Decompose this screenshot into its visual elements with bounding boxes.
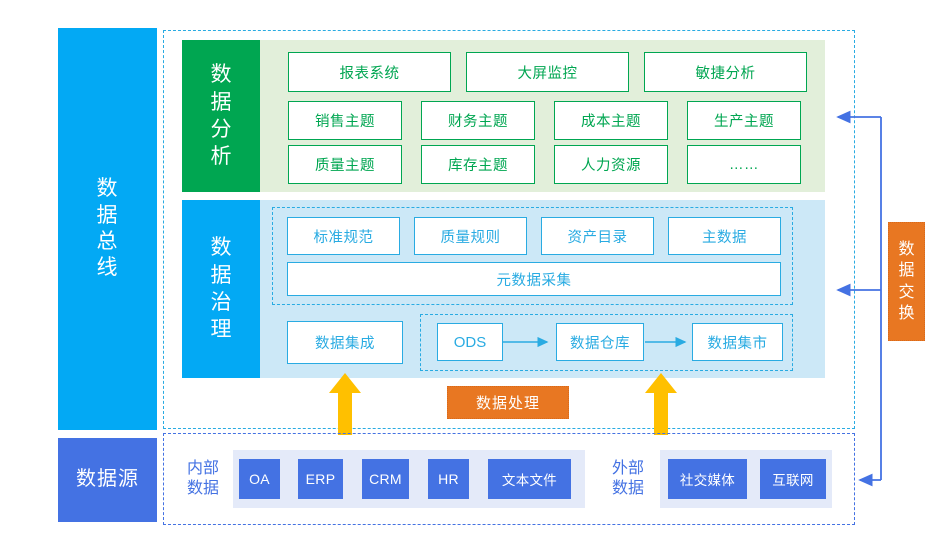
analysis-item-more[interactable]: …… xyxy=(687,145,801,184)
internal-data-label: 内部数据 xyxy=(173,452,233,506)
governance-item-asset-catalog[interactable]: 资产目录 xyxy=(541,217,654,255)
analysis-item-quality-topic[interactable]: 质量主题 xyxy=(288,145,402,184)
data-exchange-label: 数据交换 xyxy=(898,241,915,322)
governance-warehouse-group xyxy=(420,314,793,371)
data-source-panel: 数据源 xyxy=(58,438,157,522)
external-data-label: 外部数据 xyxy=(598,452,658,506)
source-item-crm[interactable]: CRM xyxy=(362,459,409,499)
analysis-item-cost-topic[interactable]: 成本主题 xyxy=(554,101,668,140)
governance-item-data-warehouse[interactable]: 数据仓库 xyxy=(556,323,644,361)
data-source-label: 数据源 xyxy=(76,468,139,491)
governance-standards-group xyxy=(272,207,793,305)
analysis-label-panel: 数据分析 xyxy=(182,40,260,192)
platform-outer-frame xyxy=(163,30,855,429)
source-item-internet[interactable]: 互联网 xyxy=(760,459,826,499)
source-item-oa[interactable]: OA xyxy=(239,459,280,499)
source-outer-frame xyxy=(163,433,855,525)
external-data-label-text: 外部数据 xyxy=(611,460,644,497)
analysis-item-human-resources[interactable]: 人力资源 xyxy=(554,145,668,184)
governance-label: 数据治理 xyxy=(210,236,232,342)
source-item-hr[interactable]: HR xyxy=(428,459,469,499)
governance-item-standard-spec[interactable]: 标准规范 xyxy=(287,217,400,255)
internal-data-label-text: 内部数据 xyxy=(186,460,219,497)
data-processing-badge[interactable]: 数据处理 xyxy=(447,386,569,419)
governance-item-data-mart[interactable]: 数据集市 xyxy=(692,323,783,361)
data-exchange-badge[interactable]: 数据交换 xyxy=(888,222,925,341)
governance-item-metadata-collection[interactable]: 元数据采集 xyxy=(287,262,781,296)
analysis-item-large-screen-monitoring[interactable]: 大屏监控 xyxy=(466,52,629,92)
data-bus-label: 数据总线 xyxy=(96,177,119,280)
analysis-item-sales-topic[interactable]: 销售主题 xyxy=(288,101,402,140)
source-item-social-media[interactable]: 社交媒体 xyxy=(668,459,747,499)
governance-item-data-integration[interactable]: 数据集成 xyxy=(287,321,403,364)
ingest-arrow-left-icon xyxy=(329,373,361,435)
data-bus-panel: 数据总线 xyxy=(58,28,157,430)
source-item-text-file[interactable]: 文本文件 xyxy=(488,459,571,499)
analysis-label: 数据分析 xyxy=(210,63,232,169)
analysis-item-report-system[interactable]: 报表系统 xyxy=(288,52,451,92)
governance-item-master-data[interactable]: 主数据 xyxy=(668,217,781,255)
ingest-arrow-right-icon xyxy=(645,373,677,435)
analysis-item-agile-analysis[interactable]: 敏捷分析 xyxy=(644,52,807,92)
governance-item-ods[interactable]: ODS xyxy=(437,323,503,361)
governance-item-quality-rule[interactable]: 质量规则 xyxy=(414,217,527,255)
source-item-erp[interactable]: ERP xyxy=(298,459,343,499)
analysis-item-finance-topic[interactable]: 财务主题 xyxy=(421,101,535,140)
governance-label-panel: 数据治理 xyxy=(182,200,260,378)
analysis-item-inventory-topic[interactable]: 库存主题 xyxy=(421,145,535,184)
analysis-item-production-topic[interactable]: 生产主题 xyxy=(687,101,801,140)
